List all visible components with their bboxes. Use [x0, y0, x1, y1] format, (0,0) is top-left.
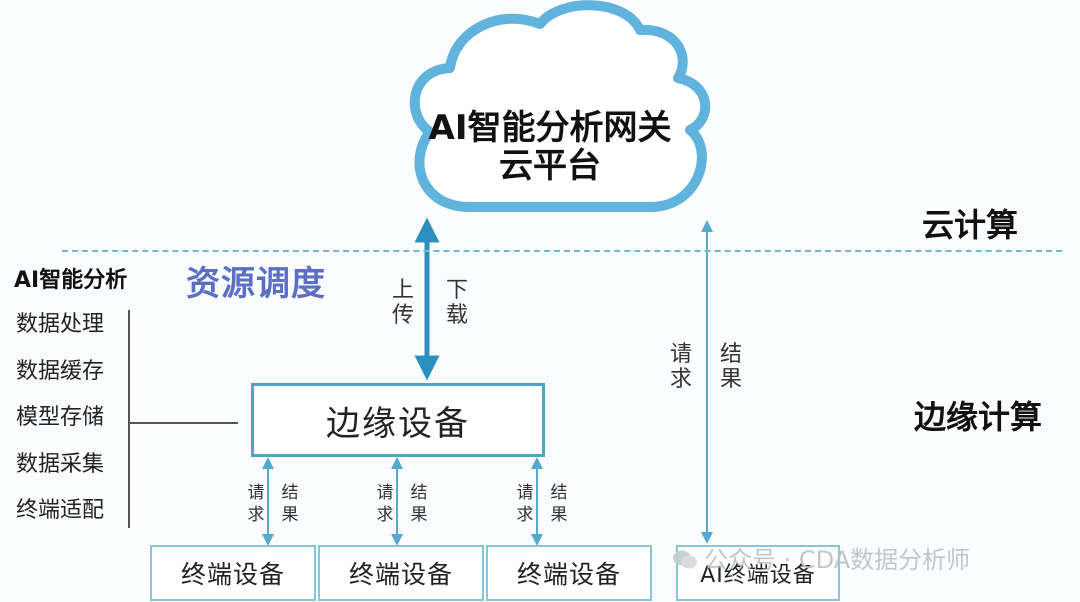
ai-request-label: 请求 — [670, 342, 693, 392]
terminal-device-box: 终端设备 — [318, 545, 484, 601]
function-connector — [128, 422, 238, 424]
function-item: 数据缓存 — [16, 358, 105, 384]
watermark: 公众号 · CDA数据分析师 — [672, 540, 970, 575]
terminal-device-box: 终端设备 — [150, 545, 316, 601]
layer-label-edge: 边缘计算 — [914, 398, 1043, 436]
upload-label: 上传 — [392, 278, 415, 328]
sidebar-title: AI智能分析 — [14, 268, 128, 293]
cloud-shape — [409, 0, 711, 212]
download-label: 下载 — [446, 278, 469, 328]
edge-device-box: 边缘设备 — [251, 383, 545, 457]
function-item: 数据处理 — [16, 312, 105, 337]
cloud-title-line2: 云平台 — [499, 146, 601, 186]
resource-scheduling-label: 资源调度 — [186, 264, 326, 304]
layer-divider — [62, 250, 1062, 252]
terminal-request-label: 请求 — [376, 483, 394, 525]
ai-result-label: 结果 — [720, 342, 743, 392]
terminal-request-label: 请求 — [516, 483, 534, 525]
ai-terminal-device-box: AI终端设备 — [676, 545, 840, 601]
terminal-result-label: 结果 — [281, 483, 299, 525]
function-bracket — [128, 310, 130, 528]
watermark-text: 公众号 · CDA数据分析师 — [704, 546, 971, 574]
function-item: 终端适配 — [16, 498, 105, 523]
terminal-result-label: 结果 — [550, 483, 568, 525]
function-list: 数据处理 数据缓存 模型存储 数据采集 终端适配 — [16, 308, 104, 541]
wechat-icon — [673, 550, 697, 569]
function-item: 数据采集 — [16, 451, 105, 477]
terminal-result-label: 结果 — [410, 483, 428, 525]
cloud-title-line1: AI智能分析网关 — [428, 108, 672, 148]
terminal-request-label: 请求 — [247, 483, 265, 525]
layer-label-cloud: 云计算 — [922, 206, 1019, 244]
terminal-device-box: 终端设备 — [486, 545, 652, 601]
function-item: 模型存储 — [16, 405, 105, 430]
